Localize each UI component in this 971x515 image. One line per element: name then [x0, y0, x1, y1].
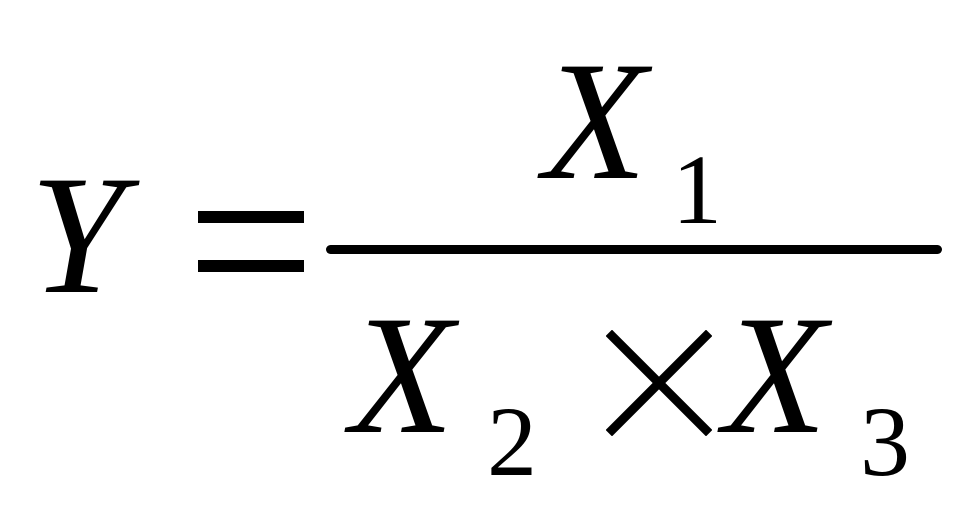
denominator-variable-1: X — [350, 281, 454, 469]
fraction-bar — [326, 245, 942, 254]
times-operator — [606, 330, 712, 436]
denominator-subscript-1: 2 — [487, 386, 537, 497]
denominator-subscript-2: 3 — [860, 386, 910, 497]
equals-bar-top — [198, 211, 304, 223]
lhs-variable: Y — [30, 141, 125, 329]
numerator-subscript: 1 — [672, 134, 722, 245]
numerator-variable: X — [543, 27, 647, 215]
denominator-variable-2: X — [723, 281, 827, 469]
equals-bar-bottom — [198, 260, 304, 272]
